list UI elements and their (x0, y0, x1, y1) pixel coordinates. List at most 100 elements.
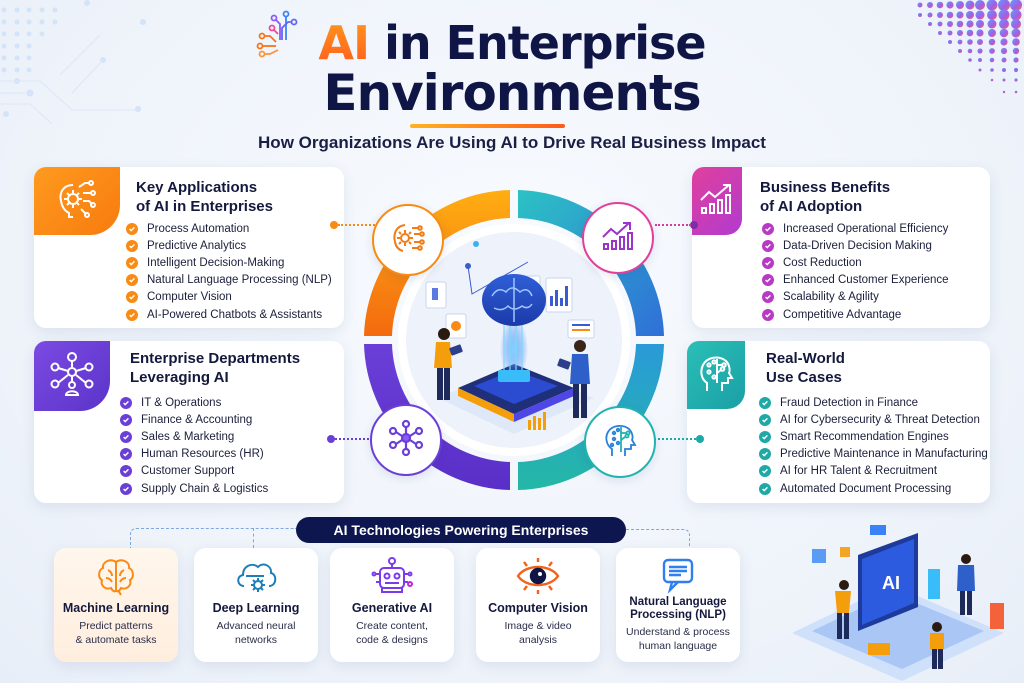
check-icon (120, 482, 132, 495)
technologies-heading: AI Technologies Powering Enterprises (296, 517, 626, 543)
check-icon (762, 222, 774, 235)
tech-desc: Predict patterns & automate tasks (54, 619, 178, 647)
check-icon (759, 482, 771, 495)
tech-name: Deep Learning (212, 601, 300, 615)
list-item-label: Scalability & Agility (783, 291, 879, 304)
check-icon (759, 413, 771, 426)
check-icon (759, 430, 771, 443)
background-dots-right (880, 0, 1024, 140)
check-icon (759, 396, 771, 409)
card-badge (34, 341, 110, 411)
list-item-label: Predictive Maintenance in Manufacturing (780, 448, 988, 461)
check-icon (762, 308, 774, 321)
tech-card-deep-learning: Deep Learning Advanced neural networks (194, 548, 318, 662)
card-title-line2: Leveraging AI (130, 369, 229, 386)
icon-circle-benefits (582, 202, 654, 274)
check-icon (126, 239, 138, 252)
departments-list: IT & Operations Finance & Accounting Sal… (120, 394, 268, 497)
cloud-gear-icon (194, 556, 318, 596)
list-item-label: Customer Support (141, 465, 235, 478)
team-ai-dashboard-illustration: AI (772, 515, 1022, 681)
connector-line-key-applications (338, 224, 382, 226)
title-rest: in Enterprise (369, 16, 707, 70)
list-item-label: Finance & Accounting (141, 413, 253, 426)
list-item: Enhanced Customer Experience (762, 272, 949, 289)
card-title-line2: of AI in Enterprises (136, 198, 273, 215)
list-item-label: Predictive Analytics (147, 239, 247, 252)
icon-circle-use-cases (584, 406, 656, 478)
gear-circuit-icon (55, 177, 99, 226)
list-item: AI-Powered Chatbots & Assistants (126, 306, 332, 323)
tech-desc-line1: Image & video (504, 620, 572, 632)
card-title: Enterprise Departments Leveraging AI (130, 349, 300, 387)
list-item: Data-Driven Decision Making (762, 237, 949, 254)
tech-desc-line2: & automate tasks (75, 634, 157, 646)
list-item-label: Computer Vision (147, 291, 232, 304)
tech-name: Natural Language Processing (NLP) (616, 596, 740, 622)
list-item-label: AI for HR Talent & Recruitment (780, 465, 938, 478)
tech-desc: Image & video analysis (476, 619, 600, 647)
list-item: Customer Support (120, 463, 268, 480)
center-ring (362, 188, 666, 492)
list-item-label: Human Resources (HR) (141, 448, 264, 461)
list-item-label: AI for Cybersecurity & Threat Detection (780, 413, 980, 426)
card-title-line1: Real-World (766, 350, 845, 367)
tech-desc: Create content, code & designs (330, 619, 454, 647)
connector-line-benefits (655, 224, 691, 226)
card-title: Key Applications of AI in Enterprises (136, 178, 273, 216)
check-icon (120, 396, 132, 409)
tech-card-generative-ai: Generative AI Create content, code & des… (330, 548, 454, 662)
list-item: Finance & Accounting (120, 411, 268, 428)
card-title-line1: Enterprise Departments (130, 350, 301, 367)
check-icon (126, 291, 138, 304)
check-icon (759, 448, 771, 461)
title-highlight: AI (318, 16, 370, 70)
check-icon (120, 430, 132, 443)
ai-brain-chip-illustration (418, 238, 610, 438)
tech-desc: Advanced neural networks (194, 619, 318, 647)
list-item-label: Supply Chain & Logistics (141, 482, 269, 495)
check-icon (126, 274, 138, 287)
card-benefits: Business Benefits of AI Adoption Increas… (692, 167, 990, 328)
page-subtitle: How Organizations Are Using AI to Drive … (258, 133, 766, 152)
list-item: Human Resources (HR) (120, 446, 268, 463)
tech-desc-line1: Understand & process (626, 626, 730, 638)
tech-name-line2: Processing (NLP) (630, 609, 726, 621)
list-item-label: Competitive Advantage (783, 308, 902, 321)
network-people-icon (49, 351, 95, 402)
page-title-line2: Environments (323, 64, 701, 122)
list-item: Smart Recommendation Engines (759, 428, 988, 445)
icon-circle-departments (370, 404, 442, 476)
list-item: Automated Document Processing (759, 480, 988, 497)
title-circuit-icon (256, 10, 306, 58)
list-item-label: Process Automation (147, 222, 250, 235)
tech-connector-left-drop (253, 528, 254, 548)
tech-connector-left (130, 528, 296, 548)
card-key-applications: Key Applications of AI in Enterprises Pr… (34, 167, 344, 328)
card-badge (34, 167, 120, 235)
benefits-list: Increased Operational Efficiency Data-Dr… (762, 220, 949, 323)
list-item: Supply Chain & Logistics (120, 480, 268, 497)
list-item: Predictive Analytics (126, 237, 332, 254)
title-underline (410, 124, 565, 128)
icon-circle-automation (372, 204, 444, 276)
list-item: Sales & Marketing (120, 428, 268, 445)
list-item-label: AI-Powered Chatbots & Assistants (147, 308, 323, 321)
tech-name: Generative AI (351, 601, 433, 615)
tech-desc-line2: code & designs (356, 634, 428, 646)
connector-dot (696, 435, 704, 443)
list-item: Competitive Advantage (762, 306, 949, 323)
card-badge (687, 341, 745, 409)
card-badge (692, 167, 742, 235)
connector-dot (330, 221, 338, 229)
connector-dot (327, 435, 335, 443)
list-item-label: Intelligent Decision-Making (147, 256, 285, 269)
key-applications-list: Process Automation Predictive Analytics … (126, 220, 332, 323)
check-icon (120, 413, 132, 426)
list-item-label: Sales & Marketing (141, 430, 235, 443)
tech-desc-line2: analysis (519, 634, 557, 646)
list-item-label: IT & Operations (141, 396, 222, 409)
card-title-line1: Key Applications (136, 179, 258, 196)
tech-name: Computer Vision (488, 601, 588, 615)
check-icon (120, 448, 132, 461)
